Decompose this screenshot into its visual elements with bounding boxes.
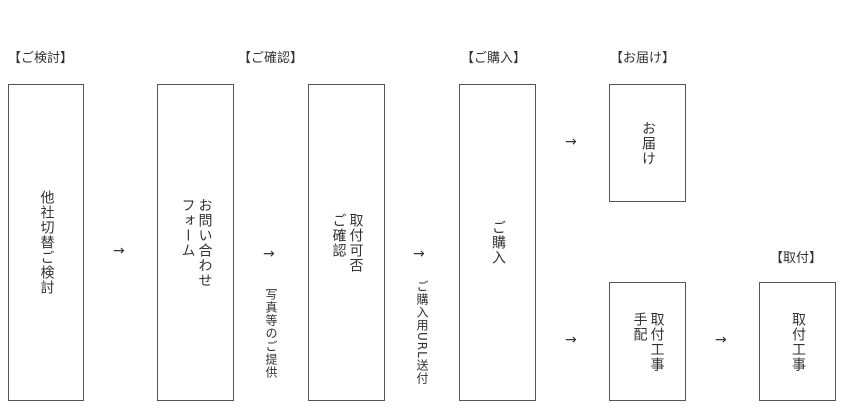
step-box-consider: 他社切替ご検討	[8, 84, 84, 401]
header-delivery: 【お届け】	[610, 51, 676, 66]
step-text: 他社切替ご検討	[38, 190, 55, 295]
step-text: ご購入	[490, 220, 506, 265]
header-consider: 【ご検討】	[8, 51, 74, 66]
arrow-icon: →	[565, 332, 577, 348]
step-text: お問い合わせ フォーム	[179, 197, 213, 288]
header-purchase: 【ご購入】	[461, 51, 527, 66]
arrow-icon: →	[715, 332, 727, 348]
arrow-icon: →	[113, 243, 125, 259]
arrow-icon: →	[565, 134, 577, 150]
step-box-delivery: お届け	[609, 84, 686, 202]
label-photos: 写真等のご提供	[264, 288, 278, 379]
arrow-icon: →	[263, 246, 275, 262]
step-text: 取付工事	[790, 311, 806, 372]
header-confirm: 【ご確認】	[238, 51, 304, 66]
step-text: 取付可否 ご確認	[330, 212, 364, 273]
step-box-inquiry: お問い合わせ フォーム	[157, 84, 234, 401]
step-text: お届け	[640, 120, 656, 166]
step-text: 取付工事 手配	[631, 311, 665, 372]
arrow-icon: →	[413, 246, 425, 262]
step-box-purchase: ご購入	[459, 84, 536, 401]
step-box-install: 取付工事	[759, 282, 836, 401]
label-url: ご購入用URL送付	[415, 280, 429, 385]
step-box-confirm: 取付可否 ご確認	[308, 84, 385, 401]
step-box-arrange: 取付工事 手配	[609, 282, 686, 401]
header-install: 【取付】	[770, 251, 823, 266]
